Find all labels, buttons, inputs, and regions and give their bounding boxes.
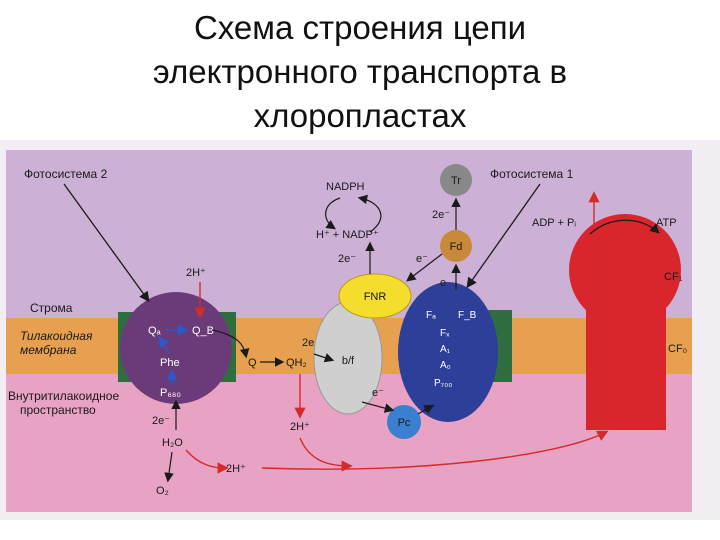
cf0-label: CF₀: [668, 343, 687, 355]
water-proton-arrow: [185, 449, 229, 474]
light-arrow-ps2: [63, 183, 150, 303]
fb-label: F_B: [458, 310, 477, 321]
qb-label: Q_B: [192, 325, 214, 337]
cf1-label: CF₁: [664, 271, 683, 283]
light-arrow-ps1: [466, 183, 541, 289]
qa-label: Qₐ: [148, 325, 162, 337]
photosystem1-label: Фотосистема 1: [490, 167, 574, 181]
two-e-fd-label: 2e⁻: [432, 209, 450, 221]
q-label: Q: [248, 357, 257, 369]
ferredoxin: [440, 230, 472, 262]
adp-label: ADP + Pᵢ: [532, 217, 576, 229]
fnr-enzyme: [338, 273, 412, 319]
slide-title: Схема строения цепи электронного транспо…: [0, 6, 720, 138]
proton-gradient-arrow: [261, 430, 609, 470]
nadp-arrow: [325, 197, 341, 230]
e-fa-label: e: [440, 277, 446, 289]
p700-label: P₇₀₀: [434, 378, 452, 389]
fd-to-fnr-arrow: [406, 253, 443, 282]
bf-to-pc-arrow: [361, 401, 395, 413]
a0-label: A₀: [440, 360, 451, 371]
o2-label: O₂: [156, 485, 169, 497]
two-e-nadp-label: 2e⁻: [338, 253, 356, 265]
cf1-head: [569, 214, 681, 326]
water-to-o2-arrow: [164, 451, 174, 483]
photosystem2-label: Фотосистема 2: [24, 167, 108, 181]
stroma-label: Строма: [30, 301, 73, 315]
h2o-label: H₂O: [162, 437, 183, 449]
lumen-proton-to-atp-arrow: [299, 437, 353, 472]
qb-to-q-arrow: [211, 329, 250, 359]
atp-label: ATP: [656, 217, 677, 229]
membrane-label-2: мембрана: [20, 343, 77, 357]
e-minus-fnr-label: e⁻: [416, 253, 428, 265]
atp-synthesis-arrow: [589, 219, 660, 235]
two-h-lumen-label: 2H⁺: [290, 421, 310, 433]
bf-label: b/f: [342, 355, 355, 367]
two-e-mid-label: 2e: [302, 337, 314, 349]
fd-label: Fd: [450, 241, 463, 253]
pc-label: Pc: [398, 417, 411, 429]
fx-label: Fₓ: [440, 328, 450, 339]
p680-label: P₆₈₀: [160, 387, 181, 399]
photosystem2-complex: [120, 292, 232, 404]
two-h-bottom-label: 2H⁺: [226, 463, 246, 475]
e-cyt-pc-label: e⁻: [372, 387, 384, 399]
thioredoxin: [440, 164, 472, 196]
h-nadp-label: H⁺ + NADP⁺: [316, 229, 379, 241]
membrane-label-1: Тилакоидная: [20, 329, 93, 343]
tr-label: Tr: [451, 175, 461, 187]
qh2-label: QH₂: [286, 357, 307, 369]
phe-label: Phe: [160, 357, 180, 369]
qh2-to-bf-arrow: [313, 353, 335, 363]
two-e-water-label: 2e⁻: [152, 415, 170, 427]
lumen-label-2: пространство: [20, 403, 96, 417]
title-line-1: Схема строения цепи: [193, 9, 527, 46]
a1-label: A₁: [440, 344, 451, 355]
title-line-3: хлоропластах: [253, 97, 467, 134]
electron-transport-diagram: Строма Тилакоидная мембрана Внутритилако…: [0, 140, 720, 520]
nadph-arrow: [357, 194, 382, 233]
fnr-label: FNR: [364, 291, 387, 303]
fa-label: Fₐ: [426, 310, 436, 321]
nadph-label: NADPH: [326, 181, 365, 193]
title-line-2: электронного транспорта в: [152, 53, 568, 90]
phe-to-qa-arrow: [158, 335, 171, 355]
two-h-stroma-label: 2H⁺: [186, 267, 206, 279]
lumen-label-1: Внутритилакоидное: [8, 389, 119, 403]
pc-to-ps1-arrow: [417, 404, 435, 415]
photosystem1-complex: [398, 282, 498, 422]
plastocyanin: [387, 405, 421, 439]
